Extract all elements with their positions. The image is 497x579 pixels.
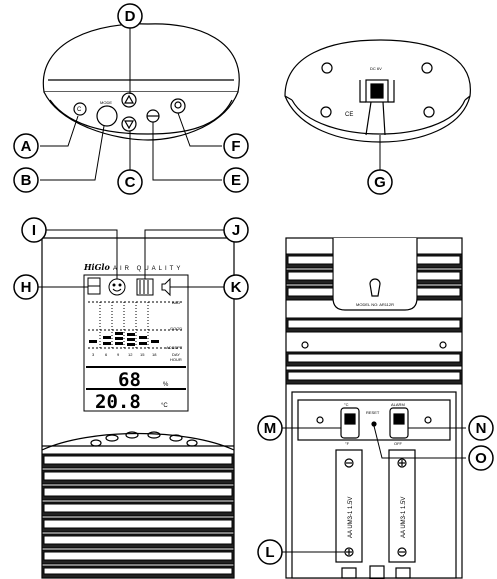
svg-text:J: J xyxy=(232,222,240,239)
svg-text:I: I xyxy=(32,222,36,239)
unit-switch[interactable] xyxy=(340,407,360,439)
battery-label-right: AA UM3-1 1.5V xyxy=(401,497,407,538)
svg-text:L: L xyxy=(265,544,274,561)
back-louvres xyxy=(285,253,463,385)
front-callout-lines xyxy=(38,229,225,288)
switch-left-top: °C xyxy=(344,402,349,407)
callout-h: H xyxy=(13,274,39,300)
callout-j: J xyxy=(223,217,249,243)
svg-text:N: N xyxy=(476,420,487,437)
switch-mid-label: RESET xyxy=(366,410,380,415)
svg-text:K: K xyxy=(231,279,242,296)
callout-g: G xyxy=(367,169,393,195)
svg-text:O: O xyxy=(475,450,487,467)
svg-text:B: B xyxy=(21,172,32,189)
top-view xyxy=(42,23,240,141)
dc-label: DC 6V xyxy=(370,66,382,71)
callout-d: D xyxy=(117,3,143,29)
scale-low-label: ACCEPT xyxy=(166,345,183,350)
down-button[interactable] xyxy=(121,116,137,132)
callout-a: A xyxy=(13,133,39,159)
svg-text:3: 3 xyxy=(92,352,95,357)
callout-n: N xyxy=(468,415,494,441)
svg-text:D: D xyxy=(125,8,136,25)
callout-l: L xyxy=(257,539,283,565)
svg-text:M: M xyxy=(264,420,277,437)
svg-text:G: G xyxy=(374,174,386,191)
callout-b: B xyxy=(13,167,39,193)
bottom-view xyxy=(284,39,471,143)
lcd-screen xyxy=(83,274,189,412)
humidity-unit: % xyxy=(163,382,169,388)
scale-top-label: BAD xyxy=(172,300,180,305)
top-callout-lines xyxy=(40,24,222,181)
speaker-icon xyxy=(161,277,171,297)
back-view xyxy=(285,237,463,579)
c-button[interactable] xyxy=(73,102,87,116)
temperature-unit: °C xyxy=(161,403,168,409)
callout-o: O xyxy=(468,445,494,471)
svg-text:F: F xyxy=(231,138,240,155)
bulb-icon xyxy=(174,101,182,109)
hour-ticks: 3 6 9 12 15 18 xyxy=(92,352,157,357)
svg-text:15: 15 xyxy=(140,352,145,357)
alarm-switch[interactable] xyxy=(389,407,409,439)
callout-m: M xyxy=(257,415,283,441)
day-label: DAY xyxy=(172,352,180,357)
front-louvres xyxy=(41,453,235,579)
temperature-value: 20.8 xyxy=(95,391,141,413)
svg-text:E: E xyxy=(231,172,241,189)
brand-name: HiGlo xyxy=(83,262,110,272)
top-c-symbol: C xyxy=(77,107,82,113)
svg-text:12: 12 xyxy=(128,352,133,357)
brand-subtitle: AIR QUALITY xyxy=(113,266,183,272)
switch-left-bottom: °F xyxy=(345,441,350,446)
svg-text:H: H xyxy=(21,279,32,296)
switch-right-bottom: OFF xyxy=(394,441,403,446)
svg-text:A: A xyxy=(21,138,32,155)
callout-i: I xyxy=(21,217,47,243)
dc-jack[interactable] xyxy=(365,79,389,103)
lcd-bars xyxy=(89,332,159,346)
svg-text:6: 6 xyxy=(105,352,108,357)
svg-text:9: 9 xyxy=(117,352,120,357)
callout-e: E xyxy=(223,167,249,193)
callout-f: F xyxy=(223,133,249,159)
back-callout-lines xyxy=(282,425,466,553)
battery-label-left: AA UM3-1 1.5V xyxy=(348,497,354,538)
battery-slot-right xyxy=(388,449,416,563)
battery-slot-left xyxy=(335,449,363,563)
humidity-value: 68 xyxy=(118,369,141,391)
svg-text:18: 18 xyxy=(152,352,157,357)
mode-button[interactable] xyxy=(96,105,118,127)
up-button[interactable] xyxy=(121,92,137,108)
model-text: MODEL NO: AR112R xyxy=(356,302,394,307)
reset-button[interactable] xyxy=(371,421,377,427)
callout-k: K xyxy=(223,274,249,300)
hour-label: HOUR xyxy=(170,357,182,362)
hang-hole-icon xyxy=(369,278,381,297)
switch-right-top: ALARM xyxy=(391,402,405,407)
ce-mark: CE xyxy=(345,112,353,118)
callout-c: C xyxy=(117,169,143,195)
top-mode-label: MODE xyxy=(100,100,112,105)
scale-mid-label: GOOD xyxy=(170,326,182,331)
svg-text:C: C xyxy=(125,174,136,191)
